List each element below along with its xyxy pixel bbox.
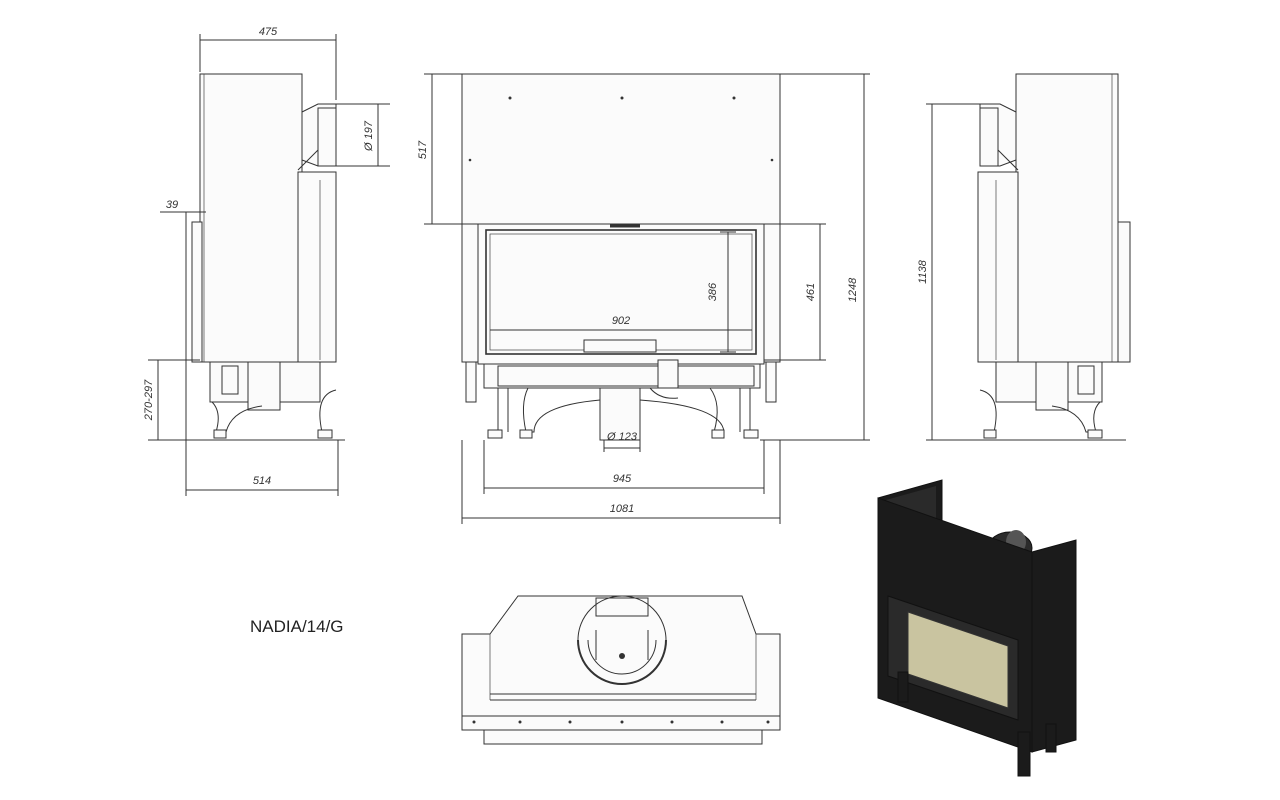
dim-flue-diameter: Ø 197 xyxy=(363,120,375,152)
front-view xyxy=(461,73,781,441)
right-side-view xyxy=(926,73,1131,441)
dim-1081: 1081 xyxy=(610,503,634,515)
right-dimensions: 1138 xyxy=(917,103,980,440)
front-dimensions: 517 386 902 461 1248 Ø 123 945 1081 xyxy=(417,73,870,524)
dim-461: 461 xyxy=(805,283,817,301)
dim-514: 514 xyxy=(253,475,271,487)
left-dimensions: 475 Ø 197 39 270-297 514 xyxy=(143,26,390,496)
left-side-view xyxy=(190,73,345,441)
dim-1138: 1138 xyxy=(917,259,929,284)
top-view xyxy=(461,595,781,745)
dim-39: 39 xyxy=(166,199,178,211)
dim-517: 517 xyxy=(417,140,429,159)
dim-386: 386 xyxy=(707,282,719,301)
model-name: NADIA/14/G xyxy=(250,617,344,636)
dim-1248: 1248 xyxy=(847,277,859,302)
dim-475: 475 xyxy=(259,26,278,38)
dim-945: 945 xyxy=(613,473,632,485)
dim-902: 902 xyxy=(612,315,630,327)
dim-air-inlet: Ø 123 xyxy=(606,431,638,443)
dim-leg-height: 270-297 xyxy=(143,379,155,421)
fireplace-3d-render xyxy=(877,479,1077,777)
glass-panel xyxy=(907,611,1009,709)
